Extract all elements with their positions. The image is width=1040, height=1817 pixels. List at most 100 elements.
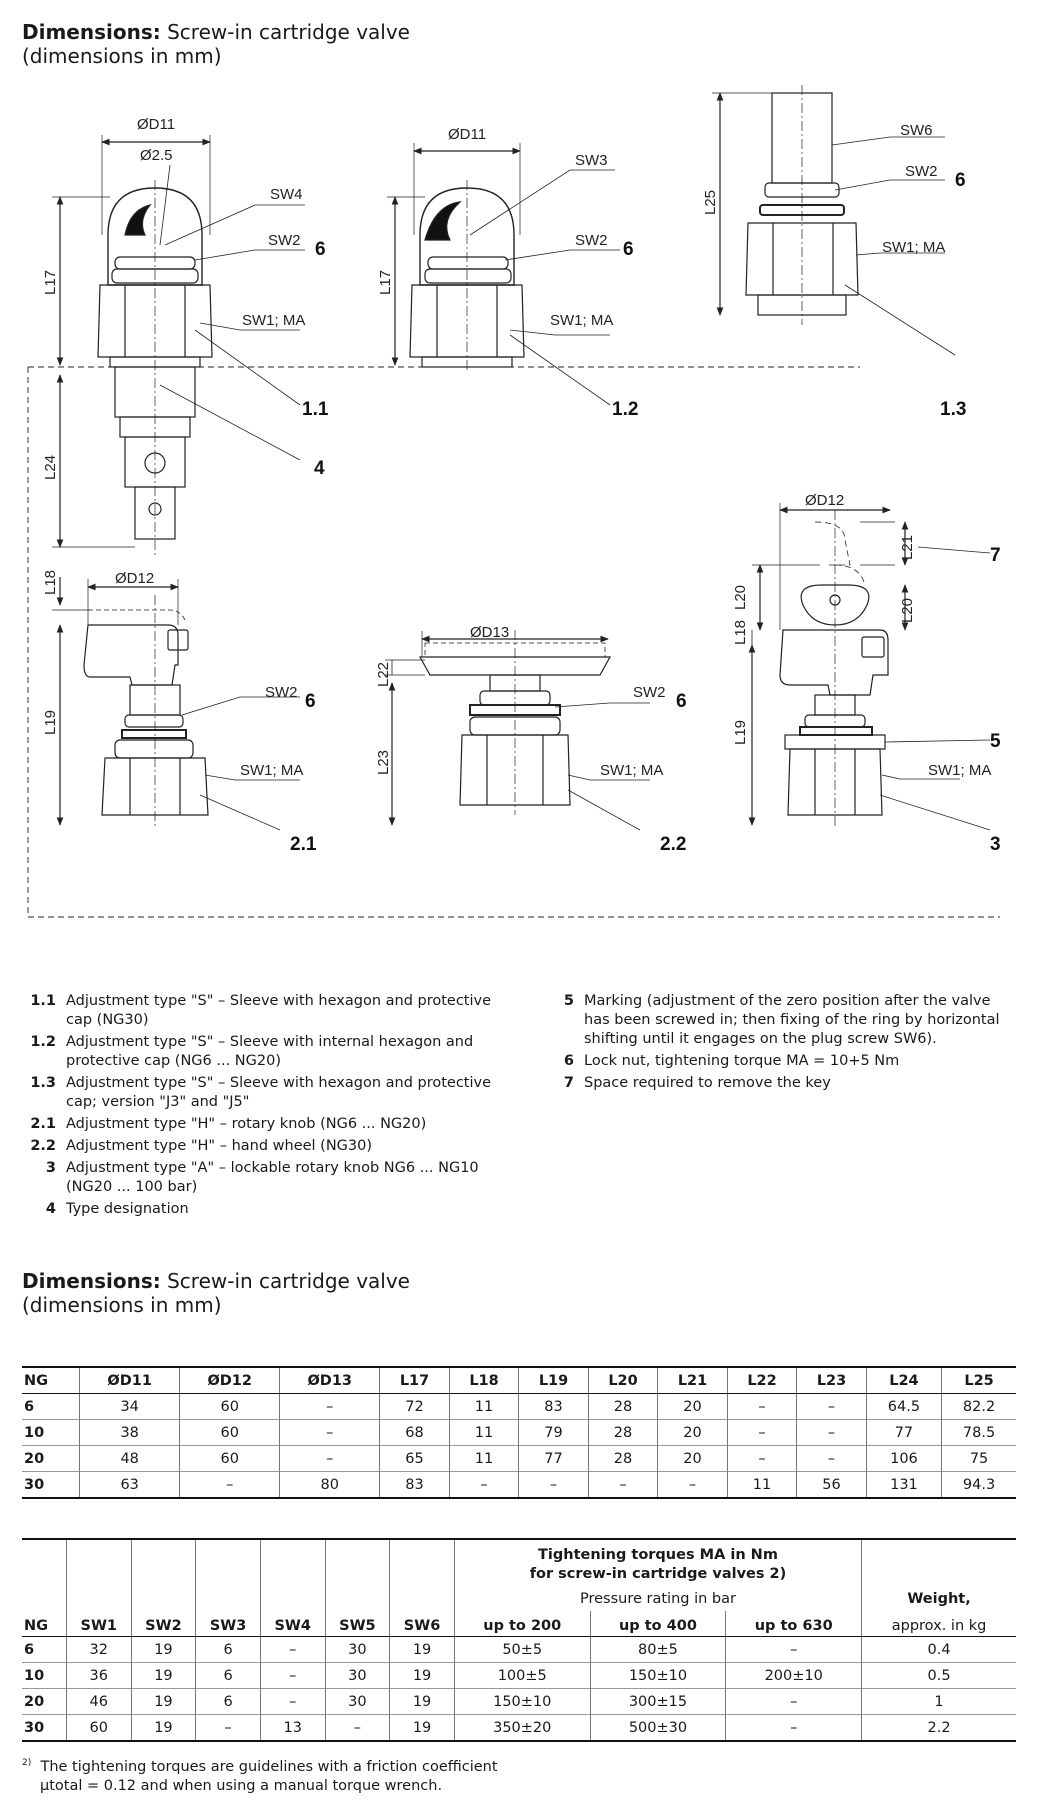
table-cell: – [179, 1471, 280, 1498]
table-cell: 64.5 [865, 1393, 942, 1420]
ref-3: 3 [990, 834, 1001, 855]
torque-group-title: Tightening torques MA in Nm for screw-in… [453, 1539, 862, 1586]
label-sw1-a: SW1; MA [242, 312, 305, 329]
drawing-labels: ØD11 Ø2.5 SW4 SW2 6 SW1; MA L17 L24 1.1 … [42, 116, 1001, 855]
table-cell: 19 [389, 1662, 455, 1689]
table-cell: 11 [726, 1471, 797, 1498]
label-sw1-d: SW1; MA [240, 762, 303, 779]
table-cell: 60 [179, 1445, 280, 1472]
valve-3-drawing [748, 503, 991, 831]
table-cell: 94.3 [941, 1471, 1016, 1498]
table-cell: 28 [587, 1445, 658, 1472]
table-cell: – [657, 1471, 728, 1498]
valve-1-1-drawing [52, 135, 305, 555]
label-l19-a: L19 [42, 710, 59, 735]
label-sw2-e: SW2 [633, 684, 666, 701]
label-sw3: SW3 [575, 152, 608, 169]
table-cell: 30 [324, 1688, 390, 1715]
table-cell: 20 [24, 1693, 45, 1710]
table-cell: 80 [279, 1471, 380, 1498]
table-cell: 30 [324, 1636, 390, 1663]
ref-5: 5 [990, 731, 1001, 752]
table-cell: – [726, 1393, 797, 1420]
table-cell: 77 [518, 1445, 589, 1472]
table-cell: 78.5 [941, 1419, 1016, 1446]
table-cell: – [448, 1471, 519, 1498]
table-cell: – [725, 1636, 862, 1663]
ref-6-e: 6 [676, 691, 687, 712]
label-l17-b: L17 [377, 270, 394, 295]
table-cell: 60 [179, 1419, 280, 1446]
table-cell: 106 [865, 1445, 942, 1472]
label-sw2-c: SW2 [905, 163, 938, 180]
label-sw1-b: SW1; MA [550, 312, 613, 329]
heading-bold: Dimensions: [22, 1269, 161, 1293]
label-l23: L23 [375, 750, 392, 775]
heading-rest: Screw-in cartridge valve [167, 20, 410, 44]
valve-1-3-drawing [712, 85, 956, 356]
table-cell: 200±10 [725, 1662, 862, 1689]
table-group-row: Tightening torques MA in Nm for screw-in… [22, 1539, 1016, 1586]
label-o25: Ø2.5 [140, 147, 173, 164]
table-cell: 63 [79, 1471, 180, 1498]
table-cell: 1 [861, 1688, 1016, 1715]
table-cell: 11 [448, 1445, 519, 1472]
table-cell: 19 [389, 1714, 455, 1741]
table-cell: 19 [130, 1714, 196, 1741]
ref-4: 4 [314, 458, 325, 479]
table-cell: 150±10 [589, 1662, 726, 1689]
table-cell: 150±10 [453, 1688, 591, 1715]
table-cell: 11 [448, 1419, 519, 1446]
label-sw1-e: SW1; MA [600, 762, 663, 779]
label-od11-a: ØD11 [137, 116, 175, 133]
table-cell: 38 [79, 1419, 180, 1446]
valve-2-1-drawing [52, 577, 300, 831]
heading-bold: Dimensions: [22, 20, 161, 44]
table-cell: 80±5 [589, 1636, 726, 1663]
label-sw4: SW4 [270, 186, 303, 203]
weight-label: Weight, [861, 1586, 1016, 1611]
table-cell: 6 [195, 1636, 261, 1663]
table-cell: – [259, 1636, 326, 1663]
ref-6-b: 6 [623, 239, 634, 260]
table-cell: – [259, 1662, 326, 1689]
label-l17-a: L17 [42, 270, 59, 295]
table-cell: 6 [195, 1662, 261, 1689]
label-l21: L21 [899, 535, 916, 560]
table-cell: 131 [865, 1471, 942, 1498]
table-cell: 56 [796, 1471, 867, 1498]
table-cell: 30 [324, 1662, 390, 1689]
table-cell: – [279, 1419, 380, 1446]
table-cell: 0.4 [861, 1636, 1016, 1663]
table-cell: – [279, 1445, 380, 1472]
pressure-rating-label: Pressure rating in bar [453, 1586, 862, 1611]
table-cell: 19 [389, 1688, 455, 1715]
dimensions-table: NG ØD11 ØD12 ØD13 L17 L18 L19 L20 L21 L2… [22, 1366, 1016, 1499]
table-cell: 83 [379, 1471, 450, 1498]
table-header-row: NG ØD11 ØD12 ØD13 L17 L18 L19 L20 L21 L2… [22, 1367, 1016, 1394]
table-cell: – [726, 1445, 797, 1472]
table-cell: 30 [24, 1476, 45, 1493]
table-cell: 19 [389, 1636, 455, 1663]
torque-table: Tightening torques MA in Nm for screw-in… [22, 1538, 1016, 1742]
table-cell: 20 [657, 1445, 728, 1472]
ref-1-1: 1.1 [302, 399, 329, 420]
table-cell: 6 [24, 1398, 35, 1415]
ref-6-d: 6 [305, 691, 316, 712]
table-cell: 300±15 [589, 1688, 726, 1715]
table-cell: 500±30 [589, 1714, 726, 1741]
